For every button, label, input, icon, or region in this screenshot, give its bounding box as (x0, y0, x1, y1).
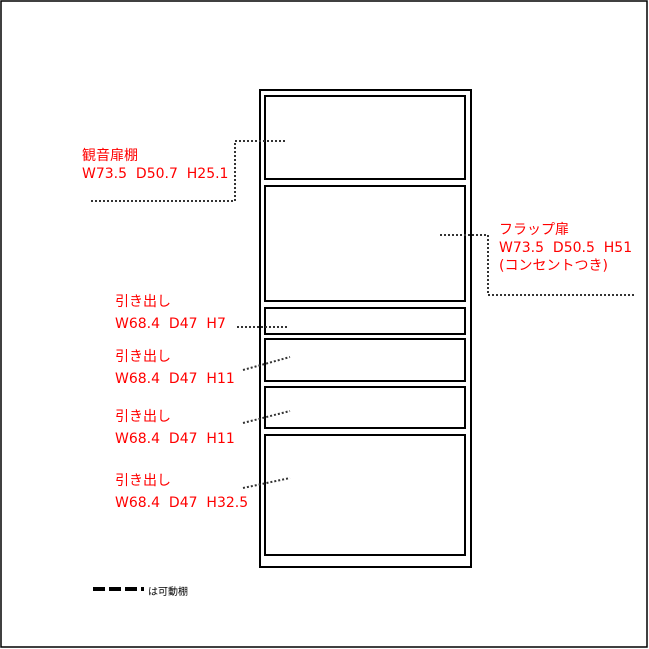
movable-shelf-legend-line (93, 587, 144, 591)
leader-flap-door (440, 234, 635, 296)
label-dims: W68.4 D47 H7 (115, 316, 226, 332)
leader-drawer-h32-5 (242, 477, 291, 489)
cabinet-outline (259, 89, 472, 568)
label-drawer-h32-5: 引き出し W68.4 D47 H32.5 (115, 470, 248, 514)
label-name: 引き出し (115, 349, 171, 365)
label-name: 引き出し (115, 409, 171, 425)
hinged-door-shelf (264, 95, 466, 180)
label-name: 観音扉棚 (82, 148, 138, 164)
leader-hinged-shelf (90, 140, 285, 202)
drawer-h11-lower (264, 386, 466, 429)
drawer-h7 (264, 307, 466, 335)
flap-door-compartment (264, 185, 466, 302)
label-hinged-shelf: 観音扉棚 W73.5 D50.7 H25.1 (82, 147, 228, 183)
label-name: 引き出し (115, 473, 171, 489)
label-name: 引き出し (115, 294, 171, 310)
label-drawer-h11-upper: 引き出し W68.4 D47 H11 (115, 346, 235, 390)
label-dims: W68.4 D47 H32.5 (115, 495, 249, 511)
label-drawer-h11-lower: 引き出し W68.4 D47 H11 (115, 406, 235, 450)
label-flap-door: フラップ扉 W73.5 D50.5 H51 (コンセントつき) (499, 221, 632, 275)
leader-drawer-h11-upper (242, 356, 291, 371)
drawer-h11-upper (264, 338, 466, 382)
label-drawer-h7: 引き出し W68.4 D47 H7 (115, 291, 226, 335)
drawer-h32-5 (264, 434, 466, 556)
label-name: フラップ扉 (499, 222, 569, 238)
label-dims: W68.4 D47 H11 (115, 431, 235, 447)
label-note: (コンセントつき) (499, 258, 608, 274)
label-dims: W68.4 D47 H11 (115, 371, 235, 387)
label-dims: W73.5 D50.7 H25.1 (82, 166, 229, 182)
legend-text: は可動棚 (148, 587, 188, 598)
label-dims: W73.5 D50.5 H51 (499, 240, 633, 256)
leader-drawer-h11-lower (242, 410, 291, 424)
